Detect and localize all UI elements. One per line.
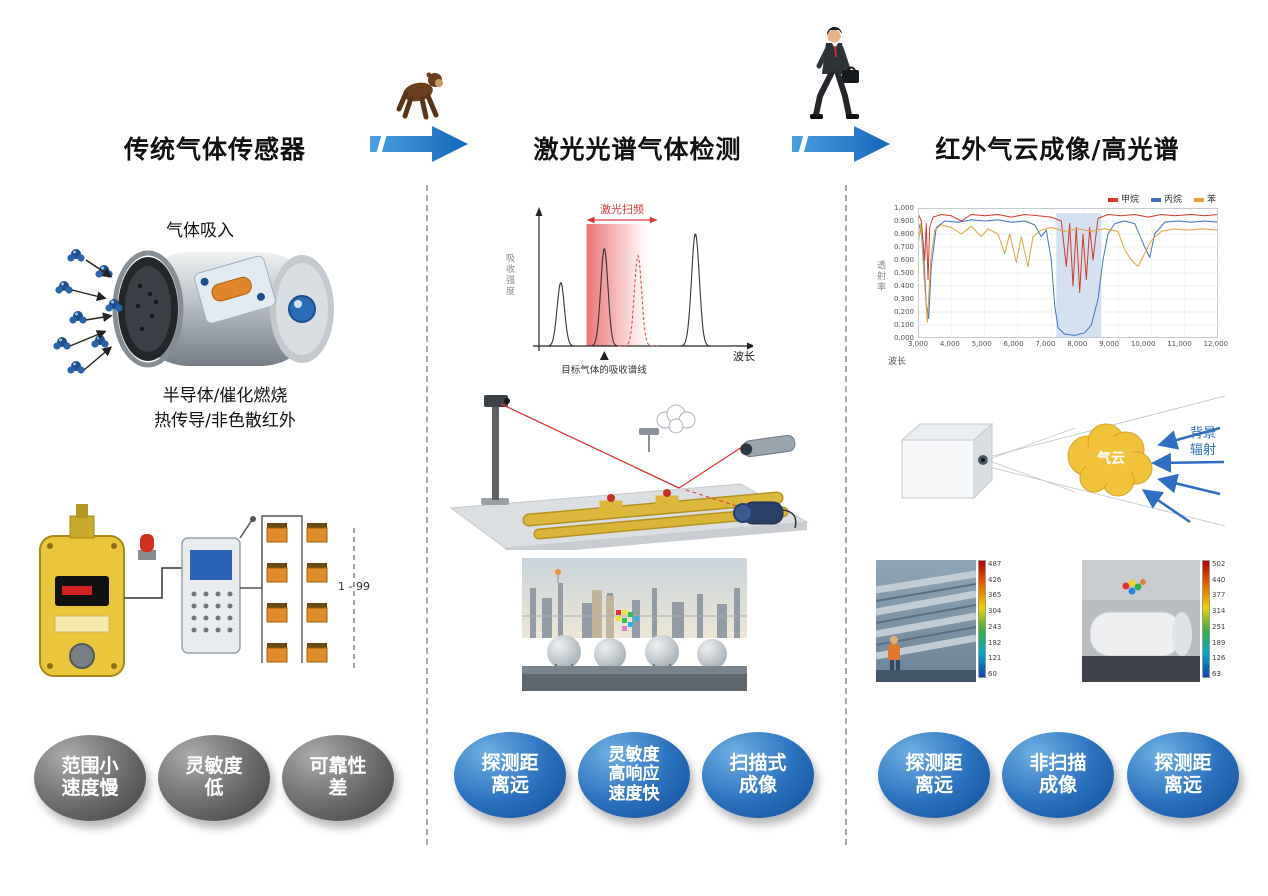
y-tick-label: 0.100: [893, 321, 914, 329]
thermal-scale: 487 426 365 304 243 182 121 60: [988, 560, 1001, 678]
legend-label: 丙烷: [1163, 195, 1182, 205]
transmission-spectra-chart: 甲烷 丙烷 苯 透射率 1.000 0.900 0.800 0.700 0.600 0.5…: [874, 194, 1246, 380]
scale-tick-label: 502: [1212, 560, 1226, 568]
gas-cloud-imaging-illustration: 气云 背景 辐射: [890, 388, 1230, 528]
gas-detector-system-illustration: 1 - 99: [39, 504, 370, 677]
x-tick-label: 11,000: [1167, 340, 1192, 348]
thermal-image-left: 487 426 365 304 243 182 121 60: [876, 560, 1001, 682]
absorbance-axis-label: 吸收强度: [504, 253, 514, 297]
column-divider-1: [426, 185, 428, 845]
column-divider-2: [845, 185, 847, 845]
feature-bubble: 灵敏度 高响应 速度快: [578, 732, 690, 818]
y-tick-label: 0.600: [893, 256, 914, 264]
refinery-photo-illustration: [522, 558, 747, 691]
x-tick-label: 5,000: [971, 340, 992, 348]
legend-label: 甲烷: [1120, 195, 1139, 205]
legend-item-propane: 丙烷: [1150, 192, 1182, 205]
y-tick-label: 0.200: [893, 308, 914, 316]
gas-cloud-scene: [900, 395, 1226, 527]
scale-tick-label: 63: [1212, 669, 1221, 678]
legend-item-benzene: 苯: [1193, 192, 1216, 205]
x-tick-labels: 3,000 4,000 5,000 6,000 7,000 8,000 9,000 10,00…: [908, 340, 1228, 348]
legend-swatch: [1107, 197, 1118, 202]
scale-tick-label: 440: [1212, 575, 1226, 584]
wavelength-axis-label: 波长: [888, 357, 907, 367]
gas-intake-label: 气体吸入: [166, 221, 234, 241]
scale-tick-label: 251: [1212, 622, 1226, 631]
spectra-plot: [918, 208, 1218, 338]
x-tick-label: 8,000: [1067, 340, 1088, 348]
wavelength-axis-label: 波长: [733, 350, 755, 363]
thermal-scene-tank: [1082, 560, 1200, 682]
scale-tick-label: 377: [1212, 591, 1226, 600]
y-tick-label: 0.900: [893, 217, 914, 225]
ape-icon: [396, 72, 443, 120]
scale-tick-label: 487: [988, 560, 1002, 568]
y-tick-label: 0.400: [893, 282, 914, 290]
scale-tick-label: 243: [988, 622, 1002, 631]
scale-tick-label: 182: [988, 638, 1002, 647]
feature-bubble: 可靠性 差: [282, 735, 394, 821]
x-tick-label: 4,000: [939, 340, 960, 348]
laser-detection-scene-illustration: [449, 395, 809, 550]
column1-title: 传统气体传感器: [123, 135, 306, 164]
scale-tick-label: 314: [1212, 607, 1226, 616]
evolution-arrow-icon-2: [792, 126, 890, 162]
column3-title: 红外气云成像/高光谱: [935, 135, 1180, 164]
y-tick-label: 0.300: [893, 295, 914, 303]
absorption-plot: [533, 207, 753, 360]
y-tick-labels: 1.000 0.900 0.800 0.700 0.600 0.500 0.400 0.300…: [884, 204, 914, 342]
detector-count-label: 1 - 99: [338, 580, 370, 593]
feature-bubble: 探测距 离远: [454, 732, 566, 818]
scale-tick-label: 304: [988, 607, 1002, 616]
evolution-arrow-icon-1: [370, 126, 468, 162]
y-tick-label: 0.700: [893, 243, 914, 251]
legend-swatch: [1193, 197, 1204, 202]
y-tick-label: 0.800: [893, 230, 914, 238]
absorption-caption: 目标气体的吸收谱线: [561, 365, 647, 376]
feature-bubble: 扫描式 成像: [702, 732, 814, 818]
scale-tick-label: 426: [988, 575, 1002, 584]
feature-bubble: 探测距 离远: [878, 732, 990, 818]
scale-tick-label: 365: [988, 591, 1002, 600]
y-tick-label: 1.000: [893, 204, 914, 212]
chart-legend: 甲烷 丙烷 苯: [1107, 192, 1216, 205]
thermal-colorbar: [1202, 560, 1210, 678]
y-tick-label: 0.500: [893, 269, 914, 277]
legend-swatch: [1150, 197, 1161, 202]
feature-bubble: 非扫描 成像: [1002, 732, 1114, 818]
x-tick-label: 3,000: [908, 340, 929, 348]
scale-tick-label: 189: [1212, 638, 1226, 647]
feature-bubble: 灵敏度 低: [158, 735, 270, 821]
feature-bubble: 探测距 离远: [1127, 732, 1239, 818]
transmittance-axis-label: 透射率: [875, 260, 885, 293]
thermal-scale: 502 440 377 314 251 189 126 63: [1212, 560, 1225, 678]
scale-tick-label: 126: [1212, 654, 1226, 663]
scale-tick-label: 121: [988, 654, 1002, 663]
thermal-colorbar: [978, 560, 986, 678]
background-radiation-label: 背景 辐射: [1189, 426, 1216, 458]
x-tick-label: 6,000: [1003, 340, 1024, 348]
gas-cloud-label: 气云: [1097, 451, 1125, 467]
feature-bubble: 范围小 速度慢: [34, 735, 146, 821]
sensor-principle-label: 半导体/催化燃烧 热传导/非色散红外: [154, 386, 296, 431]
x-tick-label: 10,000: [1130, 340, 1156, 348]
thermal-image-right: 502 440 377 314 251 189 126 63: [1082, 560, 1225, 682]
x-tick-label: 12,000: [1203, 340, 1229, 348]
y-tick-label: 0.000: [893, 334, 914, 342]
thermal-scene-pipes: [876, 560, 976, 682]
x-tick-label: 7,000: [1035, 340, 1056, 348]
column2-title: 激光光谱气体检测: [533, 135, 742, 164]
traditional-sensor-illustration: [53, 249, 334, 374]
legend-label: 苯: [1206, 195, 1216, 205]
laser-absorption-chart: 吸收强度 激光扫频 目标气体的吸收谱线 波长: [504, 198, 760, 388]
laser-sweep-label: 激光扫频: [600, 203, 644, 216]
legend-item-methane: 甲烷: [1107, 192, 1139, 205]
x-tick-label: 9,000: [1099, 340, 1120, 348]
businessman-icon: [810, 26, 859, 119]
scale-tick-label: 60: [988, 669, 997, 678]
